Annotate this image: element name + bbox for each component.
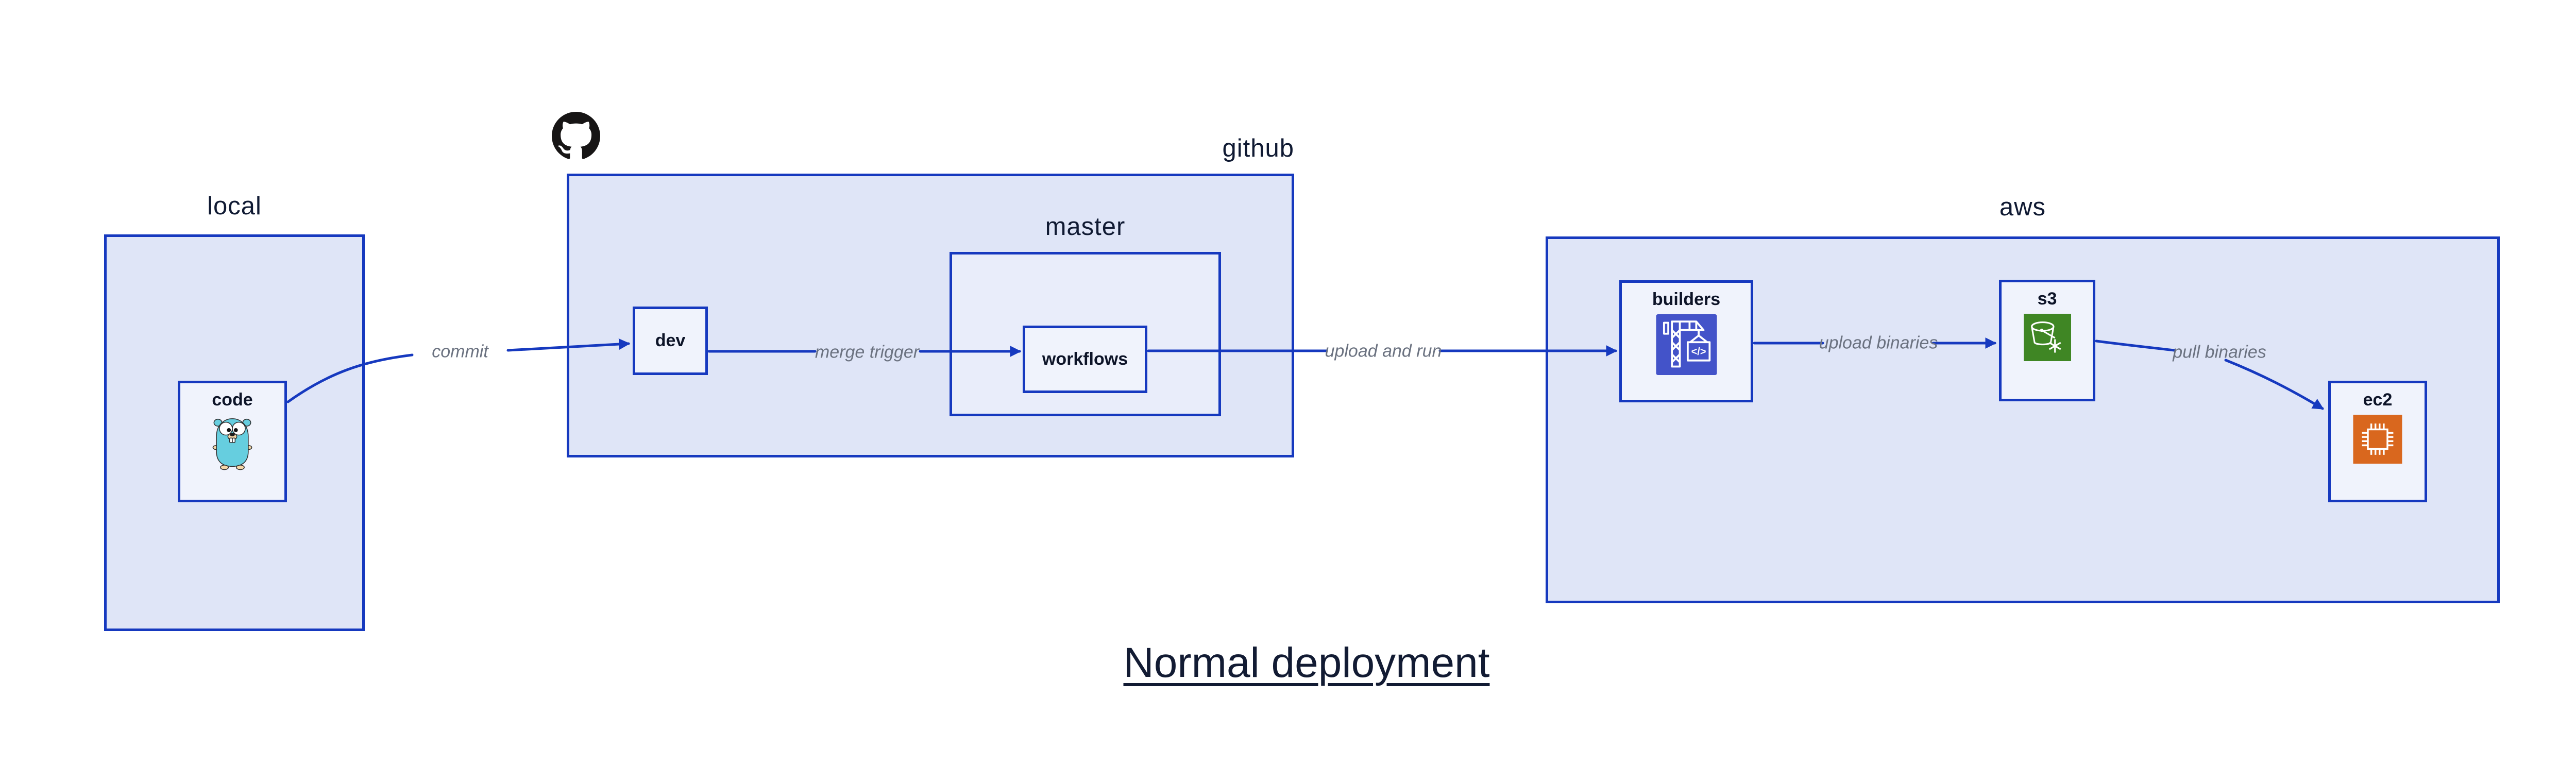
local-group-label: local: [207, 192, 262, 220]
s3-glacier-bucket-icon: [2023, 314, 2071, 361]
workflows-node-label: workflows: [1042, 349, 1128, 369]
builders-node-label: builders: [1652, 290, 1721, 309]
master-branch-label: master: [1045, 213, 1126, 241]
go-gopher-icon: [212, 418, 252, 470]
upload-and-run-edge-label: upload and run: [1325, 341, 1442, 361]
code-node: code: [178, 381, 287, 502]
dev-node-label: dev: [655, 331, 686, 350]
s3-node: s3: [1999, 280, 2095, 401]
codebuild-crane-icon: </>: [1656, 314, 1717, 375]
github-octocat-icon: [552, 112, 600, 159]
ec2-node-label: ec2: [2363, 390, 2393, 410]
dev-branch-node: dev: [633, 307, 708, 375]
github-group-label: github: [1222, 134, 1294, 162]
diagram-title: Normal deployment: [1123, 639, 1490, 686]
s3-node-label: s3: [2037, 289, 2057, 309]
codebuild-code-glyph: </>: [1691, 346, 1706, 358]
merge-trigger-edge-label: merge trigger: [815, 342, 920, 362]
aws-group-label: aws: [1999, 193, 2046, 221]
upload-binaries-edge-label: upload binaries: [1819, 333, 1938, 353]
ec2-node: ec2: [2328, 381, 2427, 502]
ec2-chip-icon: [2353, 415, 2402, 464]
code-node-label: code: [212, 390, 253, 410]
workflows-node: workflows: [1023, 326, 1147, 393]
builders-node: builders </>: [1619, 280, 1753, 402]
pull-binaries-edge-label: pull binaries: [2173, 342, 2266, 362]
commit-edge-label: commit: [432, 342, 488, 362]
